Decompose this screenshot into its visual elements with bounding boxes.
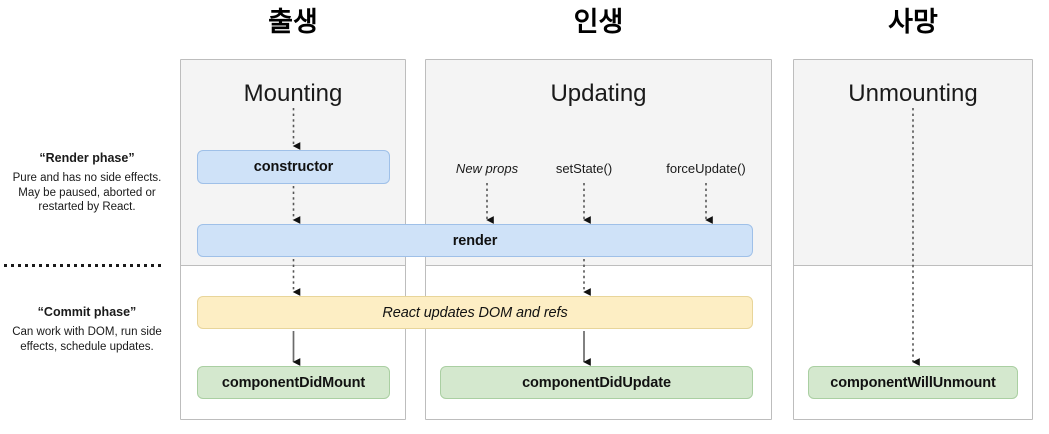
lifecycle-box-component-did-update[interactable]: componentDidUpdate: [440, 366, 753, 399]
lifecycle-box-react-updates-dom-and-refs[interactable]: React updates DOM and refs: [197, 296, 753, 329]
trigger-label-force-update: forceUpdate(): [666, 161, 746, 176]
phase-divider-dotted-line: [4, 264, 161, 267]
annotation-render-phase-title: “Render phase”: [39, 151, 135, 165]
annotation-render-phase-body: Pure and has no side effects. May be pau…: [12, 172, 162, 213]
panel-mounting-title: Mounting: [243, 80, 343, 107]
column-header-life: 인생: [573, 7, 624, 37]
column-header-death: 사망: [888, 7, 938, 37]
annotation-render-phase: “Render phase” Pure and has no side effe…: [4, 150, 170, 215]
lifecycle-box-component-did-mount[interactable]: componentDidMount: [197, 366, 390, 399]
lifecycle-box-render[interactable]: render: [197, 224, 753, 257]
trigger-label-new-props: New props: [455, 161, 519, 176]
trigger-label-set-state: setState(): [555, 161, 613, 176]
panel-updating-title: Updating: [550, 80, 647, 107]
lifecycle-box-constructor[interactable]: constructor: [197, 150, 390, 184]
annotation-commit-phase-body: Can work with DOM, run side effects, sch…: [12, 326, 162, 353]
column-header-birth: 출생: [268, 7, 318, 37]
annotation-commit-phase-title: “Commit phase”: [37, 305, 137, 319]
annotation-commit-phase: “Commit phase” Can work with DOM, run si…: [4, 304, 170, 354]
lifecycle-box-component-will-unmount[interactable]: componentWillUnmount: [808, 366, 1018, 399]
panel-unmounting-title: Unmounting: [848, 80, 978, 107]
